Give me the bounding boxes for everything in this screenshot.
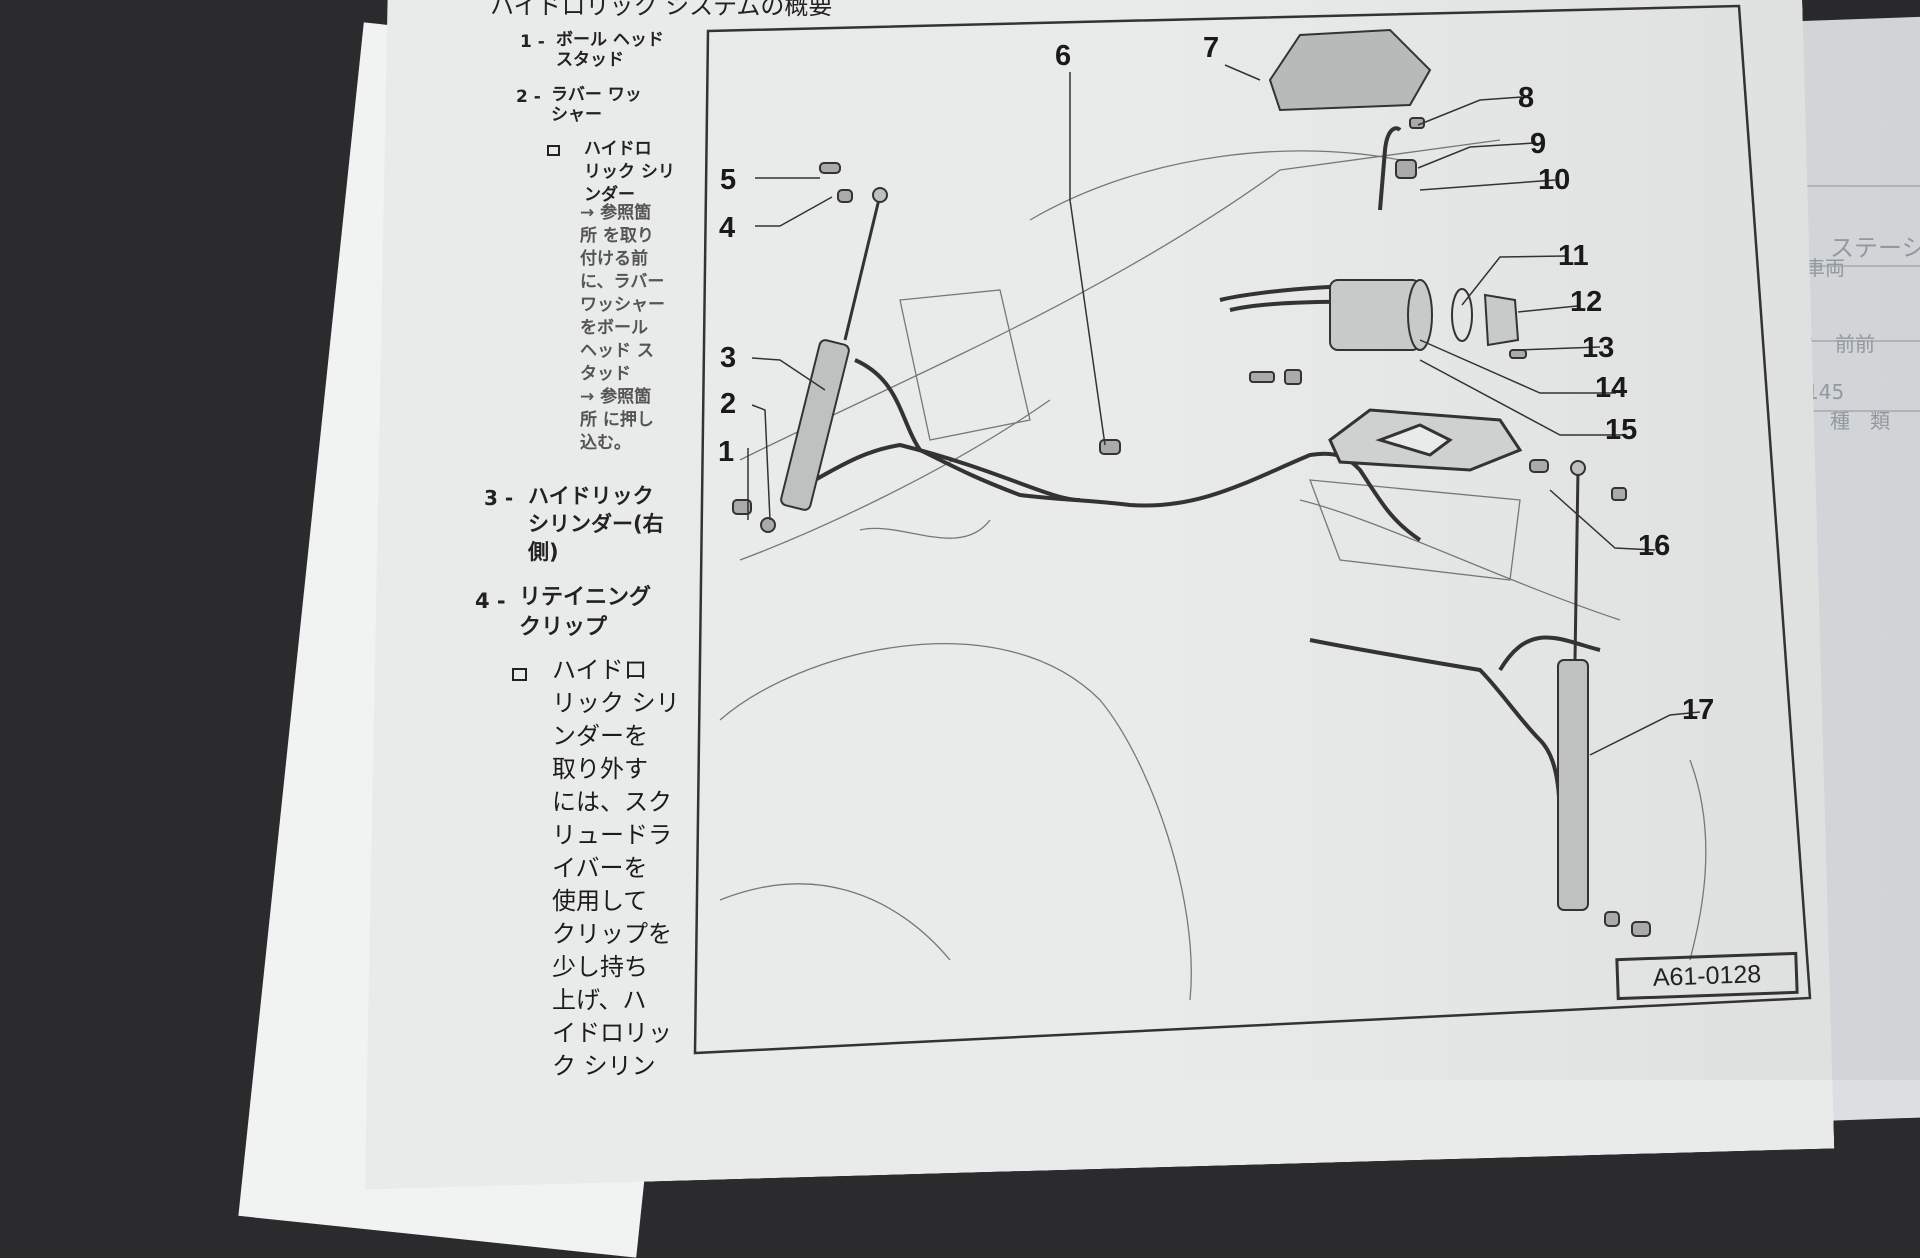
text-line: ンダーを [552,722,648,750]
text-line: リテイニング [519,585,652,610]
hydraulic-cylinder-right [780,187,888,511]
item-1-label: ボール ヘッド スタッド [556,30,664,70]
callout-16: 16 [1638,530,1671,562]
item-4-note: ハイドロ リック シリ ンダーを 取り外す には、スク リュードラ イバーを 使… [552,654,680,1083]
callout-7: 7 [1203,32,1220,64]
text-line: ワッシャー [580,295,665,315]
callout-11: 11 [1558,240,1589,272]
text-line: 込む。 [580,433,631,453]
callout-10: 10 [1538,164,1571,196]
text-line: クリップを [552,920,672,948]
text-line: シャー [551,105,602,125]
item-3-number: 3 - [484,486,514,510]
text-line: には、スク [552,788,672,816]
text-line: ハイドロ [584,139,652,159]
callout-17: 17 [1682,694,1715,726]
text-line: リュードラ [552,821,672,849]
reference-link[interactable]: → 参照箇 [580,387,652,407]
callout-5: 5 [720,164,737,196]
hydraulic-lines [814,126,1601,841]
text-line: イバーを [552,854,648,882]
text-line: ヘッド ス [580,341,654,361]
tray-15 [1328,408,1523,472]
diagram-frame [693,4,1812,1055]
background-text: 種 類 [1830,409,1890,433]
text-line: ハイドリック [528,484,654,508]
leader-lines [747,64,1701,756]
background-form-lines [1740,180,1920,440]
callout-12: 12 [1570,286,1603,318]
reference-link[interactable]: → 参照箇 [580,203,652,223]
text-line: リック シリ [584,162,675,182]
hydraulic-system-diagram [693,4,1812,1055]
callout-1: 1 [718,436,735,468]
page-title: ハイドロリック システムの概要 [490,0,833,20]
text-line: に、ラバー [580,272,665,292]
callout-15: 15 [1605,414,1638,446]
item-2-reference-note: → 参照箇 所 を取り 付ける前 に、ラバー ワッシャー をボール ヘッド ス … [580,202,665,455]
callout-2: 2 [720,388,737,420]
text-line: 使用して [552,887,648,915]
callout-14: 14 [1595,372,1628,404]
item-1-number: 1 - [520,32,545,52]
hydraulic-cylinder-left [1557,460,1589,911]
callout-6: 6 [1055,40,1072,72]
text-line: タッド [580,364,631,384]
text-line: 取り外す [552,755,648,783]
item-2-note: ハイドロ リック シリ ンダー [584,138,675,207]
item-2-label: ラバー ワッ シャー [551,85,642,125]
item-4-number: 4 - [475,589,506,613]
text-line: スタッド [556,50,624,70]
item-4-label: リテイニング クリップ [519,583,651,643]
text-line: ハイドロ [552,656,648,684]
text-line: 所 を取り [580,226,654,246]
text-line: イドロリッ [552,1019,672,1047]
pump-unit [1329,279,1520,351]
text-line: 少し持ち [552,953,648,981]
callout-13: 13 [1582,332,1615,364]
text-line: 側) [528,540,559,564]
text-line: ボール ヘッド [556,30,664,50]
callout-8: 8 [1518,82,1535,114]
background-text: ステーシ [1830,234,1920,262]
item-3-label: ハイドリック シリンダー(右 側) [528,482,664,566]
text-line: ンダー [584,185,635,205]
bullet-square-icon [512,668,527,681]
reservoir-7 [1268,28,1432,112]
small-parts [732,117,1651,937]
text-line: リック シリ [552,689,680,717]
text-line: をボール [580,318,648,338]
text-line: 上げ、ハ [552,986,647,1014]
text-line: クリップ [519,615,608,640]
text-line: ク シリン [552,1052,656,1080]
text-line: 所 に押し [580,410,654,430]
bullet-square-icon [547,145,560,156]
text-line: ラバー ワッ [551,85,642,105]
figure-id-box: A61-0128 [1615,951,1799,1001]
text-line: 付ける前 [580,249,648,269]
item-2-number: 2 - [516,87,541,107]
figure-id: A61-0128 [1652,959,1762,992]
text-line: シリンダー(右 [528,512,664,536]
callout-9: 9 [1530,128,1547,160]
callout-4: 4 [719,212,736,244]
callout-3: 3 [720,342,737,374]
